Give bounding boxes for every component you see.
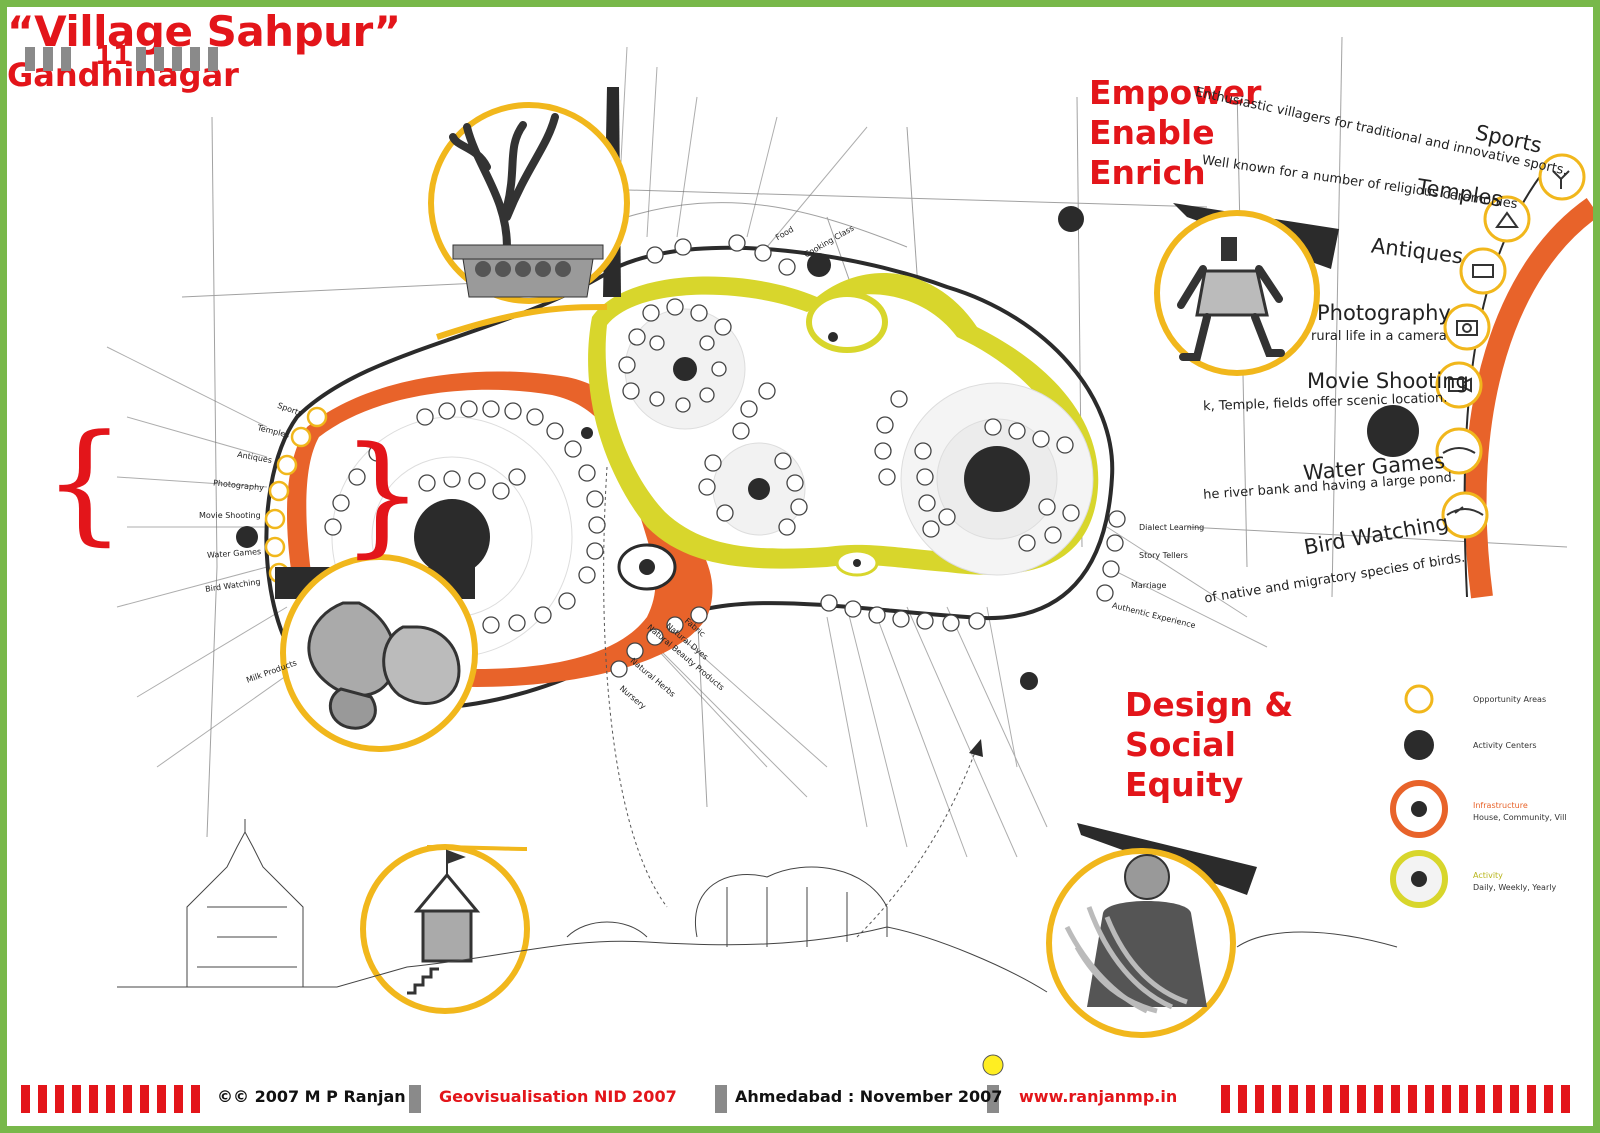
map-label-movie-shooting: Movie Shooting [199,511,261,520]
pots-medallion-illustration [275,554,478,752]
activity-desc-photography: rural life in a camera [1311,329,1447,344]
svg-text:}: } [341,418,424,570]
activity-dots [236,206,1419,690]
activity-label-photography: Photography [1317,301,1451,325]
footer-red-bars [21,1085,1570,1113]
page-title: “Village Sahpur” [7,7,401,56]
activity-centers [331,308,1094,658]
tree-medallion-illustration [428,87,630,340]
legend-activity: Activity [1473,871,1503,880]
landscape-sketch [117,819,1398,993]
yellow-dot [982,1054,1004,1076]
map-label-dialect-learning: Dialect Learning [1139,523,1205,532]
page-number: 11 [95,41,132,71]
tagline-empower: Empower Enable Enrich [1089,73,1262,192]
opportunity-icons [324,234,1126,678]
legend [1390,684,1448,908]
page-number-strip [21,45,221,73]
svg-text:{: { [43,406,126,558]
activity-label-movie-shooting: Movie Shooting [1307,369,1469,393]
footer-grey-bars [409,1085,999,1113]
legend-infrastructure: Infrastructure [1473,801,1528,810]
legend-opportunity-areas: Opportunity Areas [1473,695,1547,704]
house-medallion-illustration [360,844,530,1014]
right-activity-icons [1435,153,1586,539]
footer-website[interactable]: www.ranjanmp.in [1019,1087,1178,1106]
map-label-story-tellers: Story Tellers [1139,551,1188,560]
legend-activity-centers: Activity Centers [1473,741,1537,750]
weaver-medallion-illustration [1046,823,1257,1038]
drummer-medallion-illustration [1154,203,1339,376]
left-opportunity-icons [264,406,328,584]
village-map-diagram: { } [21,36,1593,1113]
footer-copyright: ©© 2007 M P Ranjan [217,1087,406,1106]
legend-infrastructure-desc: House, Community, Vill [1473,813,1567,822]
legend-activity-desc: Daily, Weekly, Yearly [1473,883,1557,892]
footer-project: Geovisualisation NID 2007 [439,1087,677,1106]
tagline-design: Design & Social Equity [1125,685,1294,804]
map-label-marriage: Marriage [1131,581,1167,590]
footer-place-date: Ahmedabad : November 2007 [735,1087,1003,1106]
